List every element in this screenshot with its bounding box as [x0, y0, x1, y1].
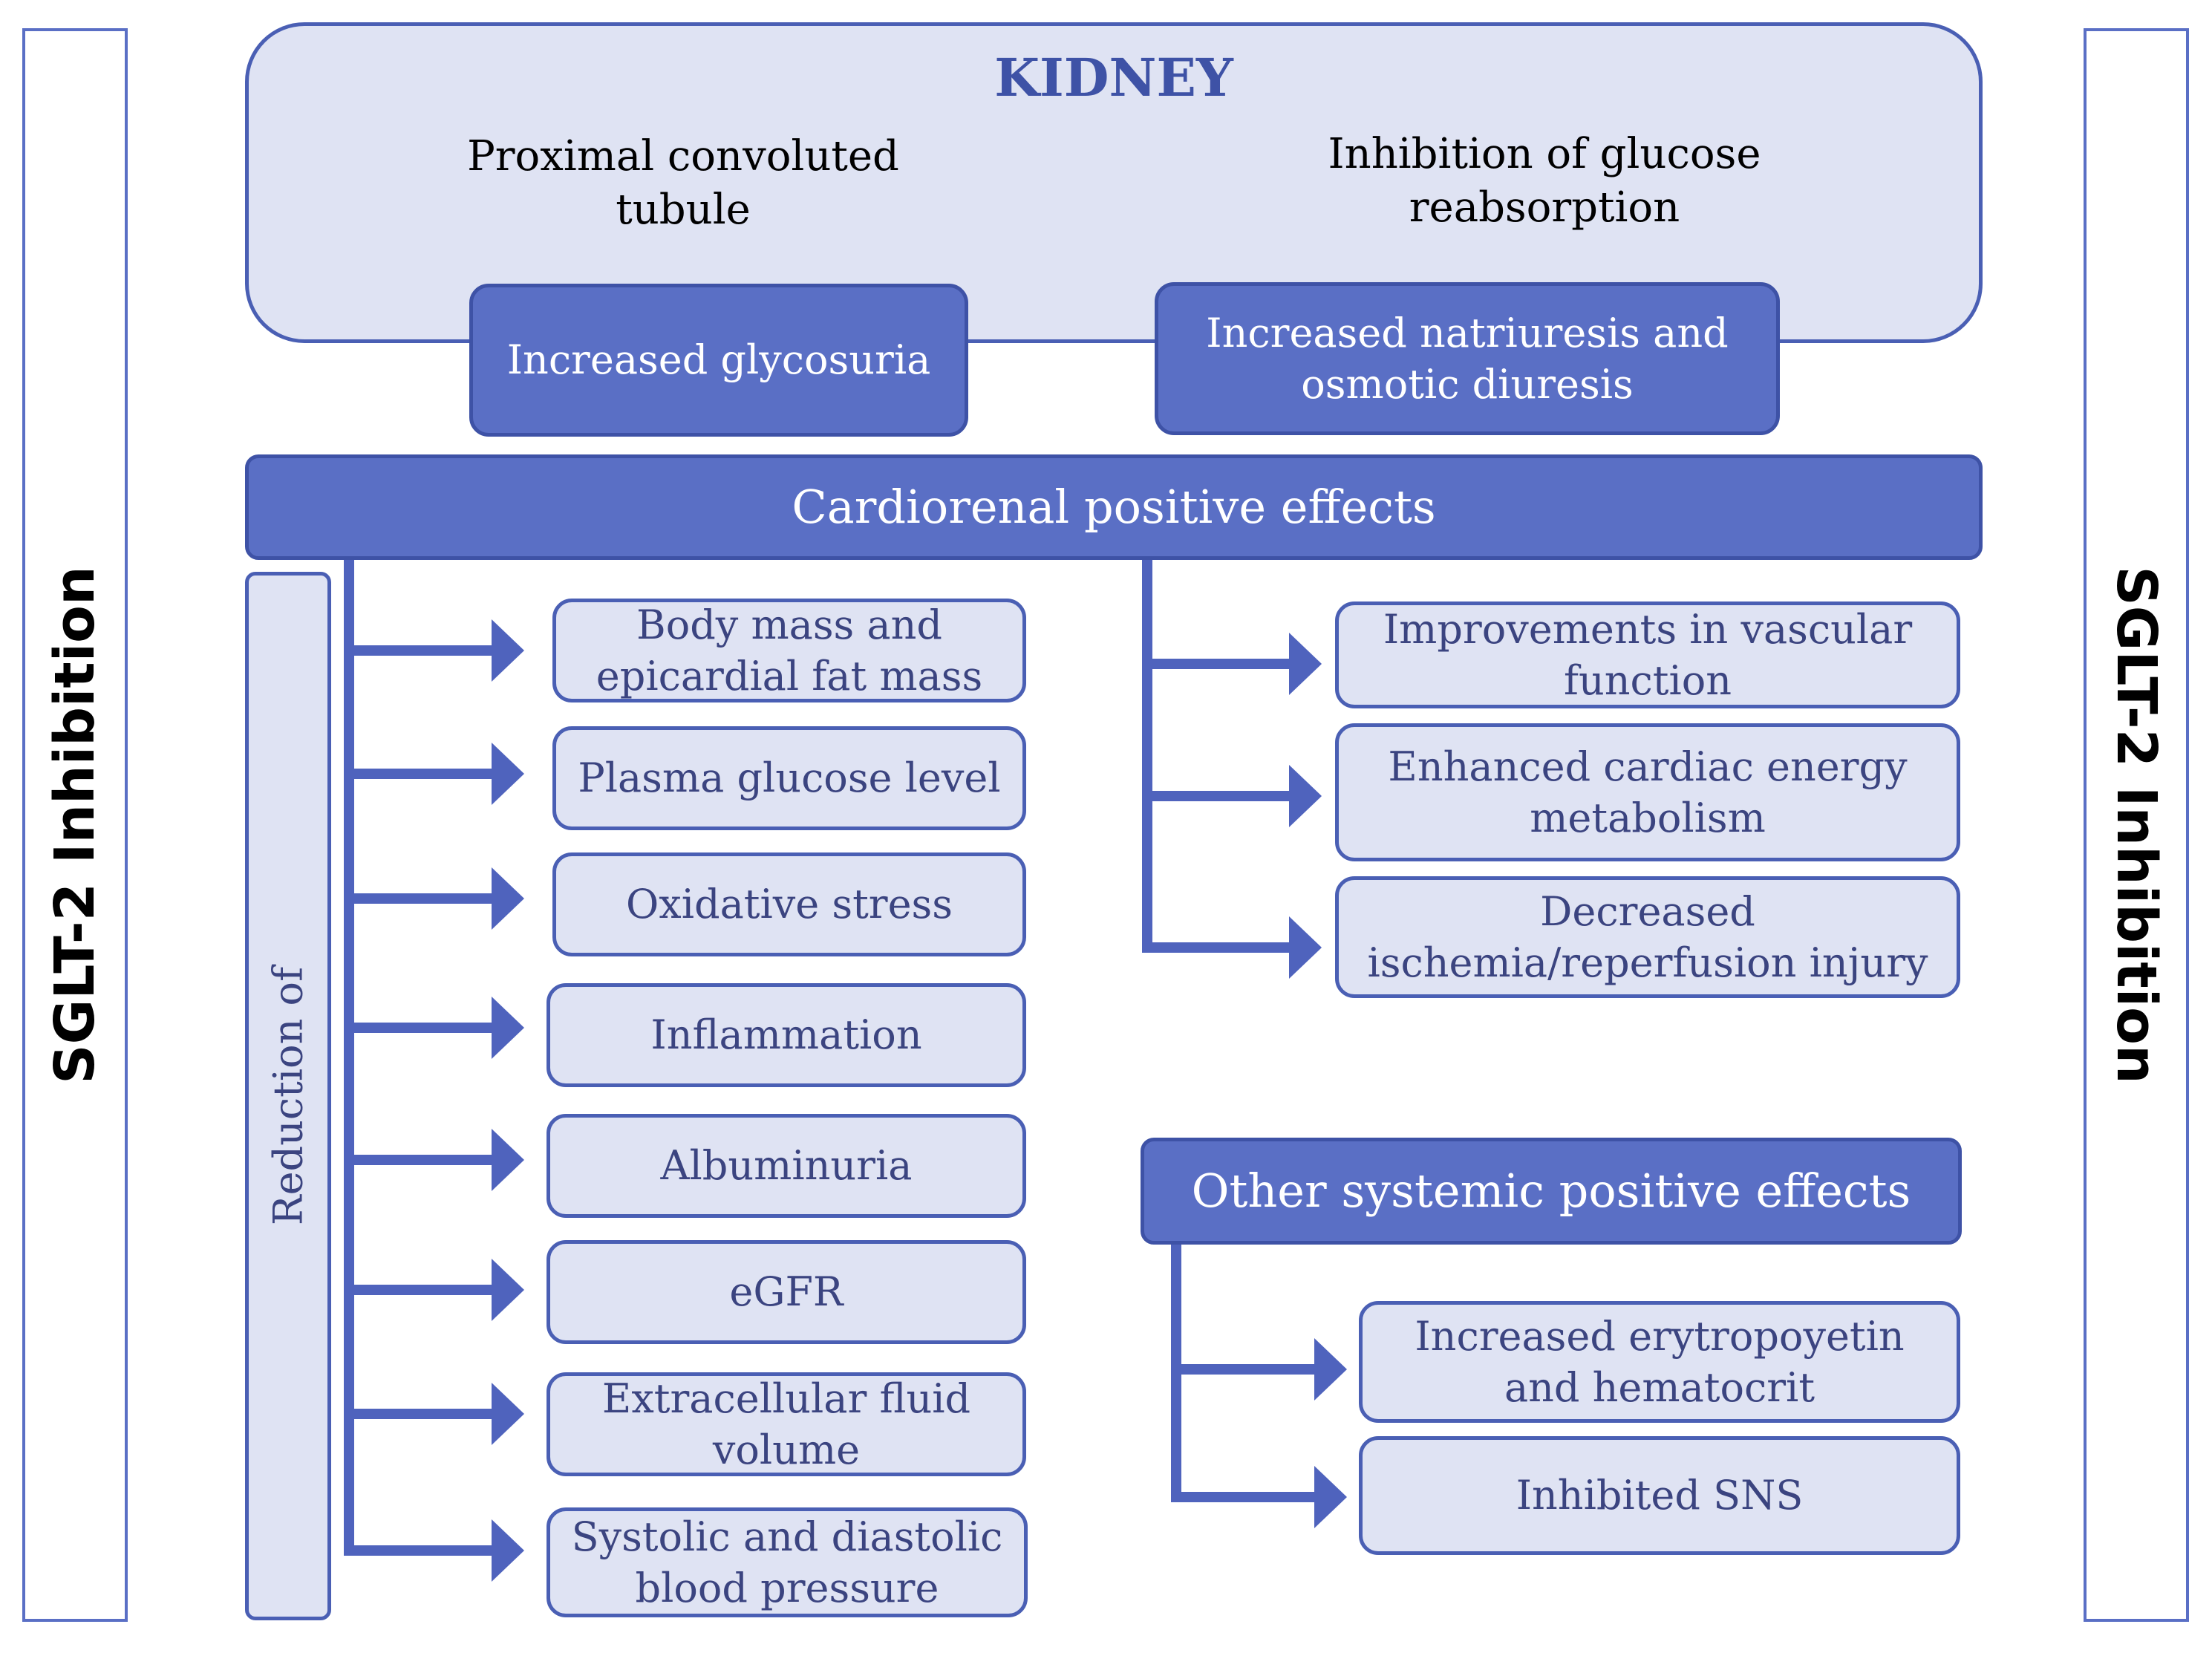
reduction-body-mass: Body mass and epicardial fat mass [552, 599, 1026, 702]
reduction-oxidative-stress: Oxidative stress [552, 852, 1026, 956]
natriuresis-line-2: osmotic diuresis [1301, 361, 1634, 408]
improvement-vascular-function-line-2: function [1563, 657, 1732, 704]
systemic-inhibited-sns-line-1: Inhibited SNS [1516, 1472, 1804, 1519]
improvement-cardiac-energy: Enhanced cardiac energy metabolism [1335, 723, 1960, 861]
glycosuria-line-1: Increased glycosuria [506, 336, 931, 384]
systemic-arrow-1-head [1314, 1338, 1347, 1401]
reduction-arrow-4-head [492, 997, 524, 1059]
cardiorenal-banner: Cardiorenal positive effects [245, 454, 1983, 560]
improvement-arrow-2-head [1289, 765, 1322, 827]
reduction-arrow-7-head [492, 1383, 524, 1445]
kidney-result-line-2: reabsorption [1409, 183, 1680, 232]
left-side-panel: SGLT-2 Inhibition [22, 28, 128, 1622]
reduction-extracellular-fluid-line-2: volume [712, 1427, 861, 1473]
reduction-inflammation: Inflammation [547, 983, 1026, 1087]
improvement-arrow-3-head [1289, 916, 1322, 979]
reduction-of-label: Reduction of [264, 966, 312, 1226]
reduction-egfr-line-1: eGFR [729, 1268, 844, 1316]
reduction-blood-pressure-line-2: blood pressure [635, 1565, 939, 1611]
reduction-blood-pressure: Systolic and diastolic blood pressure [547, 1507, 1028, 1617]
natriuresis-line-1: Increased natriuresis and [1206, 309, 1729, 356]
kidney-result-line-1: Inhibition of glucose [1328, 130, 1761, 178]
reduction-of-box: Reduction of [245, 572, 331, 1620]
kidney-source-line-1: Proximal convoluted [467, 132, 899, 180]
reduction-blood-pressure-line-1: Systolic and diastolic [571, 1513, 1003, 1560]
improvement-cardiac-energy-line-1: Enhanced cardiac energy [1388, 743, 1908, 790]
reduction-arrow-1-head [492, 619, 524, 682]
reduction-body-mass-line-1: Body mass and [636, 601, 942, 648]
right-side-label: SGLT-2 Inhibition [2104, 566, 2168, 1084]
reduction-oxidative-stress-line-1: Oxidative stress [626, 881, 953, 928]
systemic-banner: Other systemic positive effects [1141, 1138, 1962, 1245]
left-side-label: SGLT-2 Inhibition [43, 566, 107, 1084]
reduction-plasma-glucose-line-1: Plasma glucose level [578, 754, 1001, 802]
reduction-albuminuria: Albuminuria [547, 1114, 1026, 1218]
reduction-arrow-8-head [492, 1519, 524, 1582]
systemic-inhibited-sns: Inhibited SNS [1359, 1436, 1960, 1555]
reduction-egfr: eGFR [547, 1240, 1026, 1344]
improvement-vascular-function-line-1: Improvements in vascular [1383, 605, 1913, 653]
reduction-extracellular-fluid-line-1: Extracellular fluid [601, 1375, 971, 1422]
right-side-panel: SGLT-2 Inhibition [2084, 28, 2189, 1622]
improvement-arrow-1-head [1289, 633, 1322, 695]
reduction-albuminuria-line-1: Albuminuria [660, 1142, 913, 1190]
reduction-extracellular-fluid: Extracellular fluid volume [547, 1372, 1026, 1476]
reduction-arrow-3-head [492, 867, 524, 930]
kidney-source-line-2: tubule [616, 185, 751, 234]
glycosuria-box: Increased glycosuria [469, 284, 968, 437]
reduction-inflammation-line-1: Inflammation [650, 1011, 922, 1059]
kidney-result-text: Inhibition of glucose reabsorption [1292, 128, 1797, 234]
reduction-plasma-glucose: Plasma glucose level [552, 726, 1026, 830]
improvement-cardiac-energy-line-2: metabolism [1530, 795, 1766, 841]
natriuresis-box: Increased natriuresis and osmotic diures… [1155, 282, 1780, 435]
kidney-source-text: Proximal convoluted tubule [446, 130, 921, 236]
systemic-erythropoietin: Increased erytropoyetin and hematocrit [1359, 1301, 1960, 1423]
improvement-ischemia-reperfusion-line-1: Decreased [1540, 887, 1755, 935]
systemic-arrow-2-head [1314, 1466, 1347, 1528]
improvement-vascular-function: Improvements in vascular function [1335, 601, 1960, 708]
improvement-ischemia-reperfusion-line-2: ischemia/reperfusion injury [1367, 939, 1928, 986]
reduction-arrow-5-head [492, 1129, 524, 1191]
kidney-title: KIDNEY [994, 47, 1233, 108]
improvement-ischemia-reperfusion: Decreased ischemia/reperfusion injury [1335, 876, 1960, 998]
reduction-arrow-2-head [492, 743, 524, 805]
systemic-erythropoietin-line-1: Increased erytropoyetin [1415, 1312, 1905, 1360]
systemic-erythropoietin-line-2: and hematocrit [1504, 1364, 1815, 1411]
reduction-body-mass-line-2: epicardial fat mass [596, 653, 983, 700]
reduction-arrow-6-head [492, 1259, 524, 1321]
